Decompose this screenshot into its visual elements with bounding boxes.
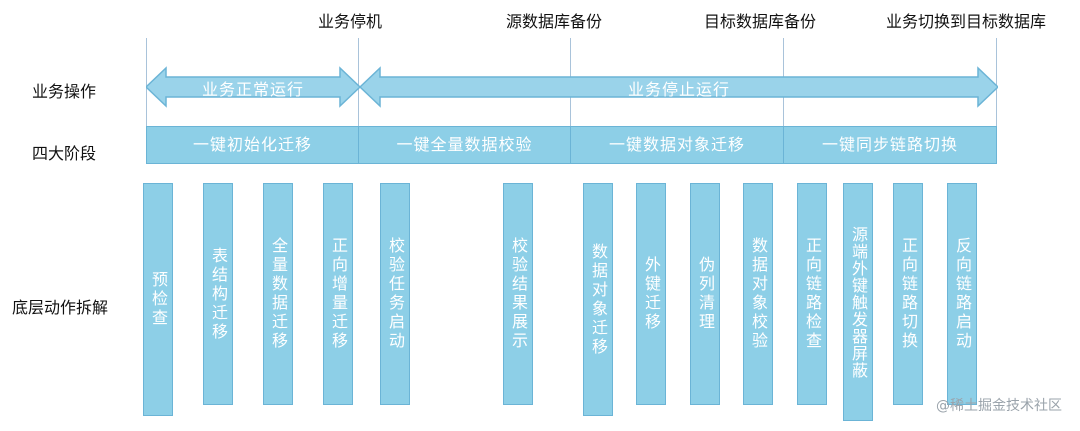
- operation-label-stopped: 业务停止运行: [627, 80, 730, 99]
- action-full-data-migration: 全量数据迁移: [263, 183, 293, 405]
- milestone-business-stop: 业务停机: [318, 12, 383, 31]
- timeline-marker: [358, 38, 359, 128]
- action-forward-incremental: 正向增量迁移: [323, 183, 353, 405]
- milestone-source-db-backup: 源数据库备份: [506, 12, 603, 31]
- watermark: @稀土掘金技术社区: [936, 398, 1062, 414]
- action-forward-link-check: 正向链路检查: [797, 183, 827, 405]
- row-label-operations: 业务操作: [32, 82, 97, 101]
- phase-link-switch: 一键同步链路切换: [783, 126, 997, 164]
- operation-arrow-normal: 业务正常运行: [146, 66, 360, 108]
- action-source-fk-trigger-mask: 源端外键触发器屏蔽: [843, 183, 873, 421]
- action-reverse-link-start: 反向链路启动: [947, 183, 977, 405]
- action-object-verify: 数据对象校验: [743, 183, 773, 405]
- action-pseudo-column-cleanup: 伪列清理: [690, 183, 720, 405]
- row-label-phases: 四大阶段: [32, 144, 97, 163]
- action-object-migration: 数据对象迁移: [583, 183, 613, 416]
- action-forward-link-switch: 正向链路切换: [893, 183, 923, 405]
- milestone-switch-to-target: 业务切换到目标数据库: [886, 12, 1047, 31]
- double-arrow-icon: [146, 66, 360, 108]
- milestone-target-db-backup: 目标数据库备份: [704, 12, 817, 31]
- timeline-marker: [146, 38, 147, 128]
- double-arrow-icon: [360, 66, 998, 108]
- action-fk-migration: 外键迁移: [636, 183, 666, 405]
- row-label-actions: 底层动作拆解: [12, 298, 109, 317]
- operation-arrow-stopped: 业务停止运行: [360, 66, 998, 108]
- action-verify-result-show: 校验结果展示: [503, 183, 533, 405]
- phase-full-data-verify: 一键全量数据校验: [358, 126, 571, 164]
- phase-init-migration: 一键初始化迁移: [146, 126, 359, 164]
- action-verify-task-start: 校验任务启动: [380, 183, 410, 405]
- action-schema-migration: 表结构迁移: [203, 183, 233, 405]
- action-precheck: 预检查: [143, 183, 173, 416]
- operation-label-normal: 业务正常运行: [201, 80, 304, 99]
- timeline-marker: [996, 38, 997, 128]
- phase-object-migration: 一键数据对象迁移: [570, 126, 784, 164]
